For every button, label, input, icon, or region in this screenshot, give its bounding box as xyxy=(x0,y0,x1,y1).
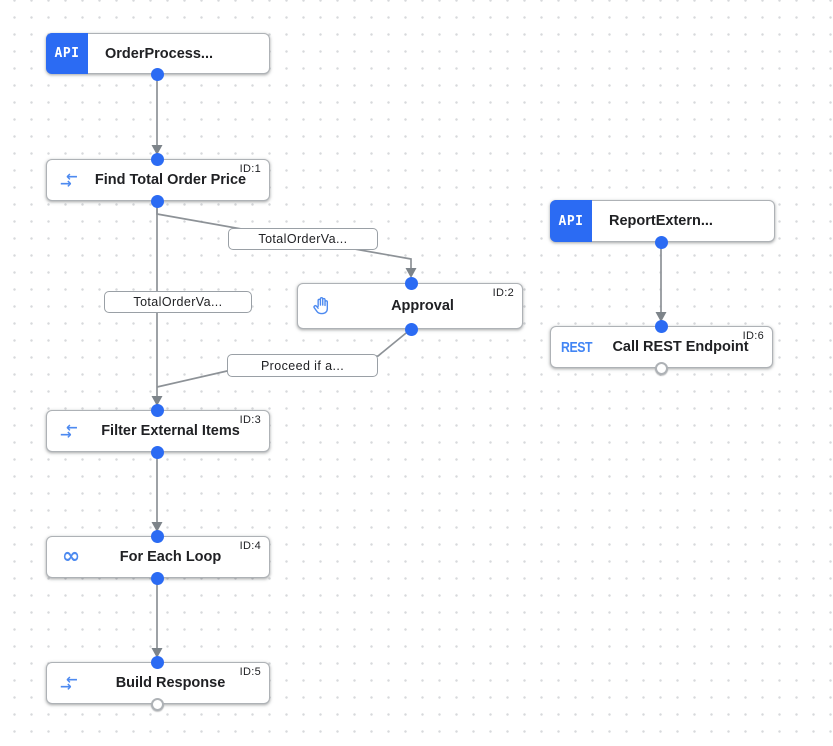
edge-label-total-order-value-2[interactable]: TotalOrderVa... xyxy=(104,291,252,313)
output-port-build-response-unconnected[interactable] xyxy=(150,697,164,711)
node-title: Find Total Order Price xyxy=(94,172,247,188)
api-trigger-icon: API xyxy=(550,200,592,242)
output-port-find-total[interactable] xyxy=(150,194,164,208)
api-trigger-icon: API xyxy=(46,33,88,74)
arrow-right-glyph: → xyxy=(60,427,72,443)
node-order-process-trigger[interactable]: API OrderProcess... xyxy=(46,33,270,74)
approval-hand-icon xyxy=(311,295,333,317)
arrow-left-glyph: ← xyxy=(66,169,78,185)
arrow-right-glyph: → xyxy=(60,176,72,192)
input-port-find-total[interactable] xyxy=(150,152,164,166)
output-port-report-trigger[interactable] xyxy=(654,235,668,249)
output-port-filter[interactable] xyxy=(150,445,164,459)
infinity-glyph: ∞ xyxy=(61,544,81,569)
data-mapping-icon: → ← xyxy=(60,169,82,191)
input-port-build-response[interactable] xyxy=(150,655,164,669)
arrowhead-into-find xyxy=(151,145,163,155)
edge-label-text: TotalOrderVa... xyxy=(258,232,348,246)
arrowhead-into-foreach xyxy=(151,522,163,532)
loop-infinity-icon: ∞ xyxy=(60,546,82,568)
node-id-badge: ID:1 xyxy=(239,163,261,175)
api-badge-label: API xyxy=(54,46,80,61)
output-port-foreach[interactable] xyxy=(150,571,164,585)
node-call-rest-endpoint[interactable]: REST Call REST Endpoint ID:6 xyxy=(550,326,773,368)
edge-label-proceed-if[interactable]: Proceed if a... xyxy=(227,354,378,377)
input-port-filter[interactable] xyxy=(150,403,164,417)
output-port-approval[interactable] xyxy=(404,322,418,336)
edge-label-text: Proceed if a... xyxy=(260,358,345,373)
arrowhead-into-filter xyxy=(151,396,163,406)
node-title: Filter External Items xyxy=(101,423,240,439)
node-id-badge: ID:3 xyxy=(239,414,261,426)
output-port-order-trigger[interactable] xyxy=(150,67,164,81)
input-port-foreach[interactable] xyxy=(150,529,164,543)
edge-label-text: TotalOrderVa... xyxy=(133,295,223,309)
arrowhead-into-build xyxy=(151,648,163,658)
node-title: For Each Loop xyxy=(119,549,222,565)
node-approval[interactable]: Approval ID:2 xyxy=(297,283,523,329)
rest-task-icon: REST xyxy=(561,338,593,356)
data-mapping-icon: → ← xyxy=(60,420,82,442)
arrow-right-glyph: → xyxy=(60,679,72,695)
node-report-extern-trigger[interactable]: API ReportExtern... xyxy=(550,200,775,242)
node-build-response[interactable]: → ← Build Response ID:5 xyxy=(46,662,270,704)
node-title: OrderProcess... xyxy=(105,45,213,62)
input-port-call-rest[interactable] xyxy=(654,319,668,333)
node-id-badge: ID:6 xyxy=(742,330,764,342)
arrow-left-glyph: ← xyxy=(66,420,78,436)
arrowhead-into-callrest xyxy=(655,312,667,322)
node-for-each-loop[interactable]: ∞ For Each Loop ID:4 xyxy=(46,536,270,578)
arrowhead-into-approval xyxy=(405,268,417,278)
api-badge-label: API xyxy=(558,213,584,229)
output-port-call-rest-unconnected[interactable] xyxy=(654,361,668,375)
node-id-badge: ID:4 xyxy=(239,540,261,552)
node-id-badge: ID:5 xyxy=(239,666,261,678)
node-find-total-order-price[interactable]: → ← Find Total Order Price ID:1 xyxy=(46,159,270,201)
data-mapping-icon: → ← xyxy=(60,672,82,694)
node-title: ReportExtern... xyxy=(609,213,713,229)
input-port-approval[interactable] xyxy=(404,276,418,290)
edge-label-total-order-value-1[interactable]: TotalOrderVa... xyxy=(228,228,378,250)
arrow-left-glyph: ← xyxy=(66,672,78,688)
node-title: Approval xyxy=(391,298,454,314)
node-title: Build Response xyxy=(115,675,226,691)
node-id-badge: ID:2 xyxy=(492,287,514,299)
node-title: Call REST Endpoint xyxy=(612,339,749,355)
